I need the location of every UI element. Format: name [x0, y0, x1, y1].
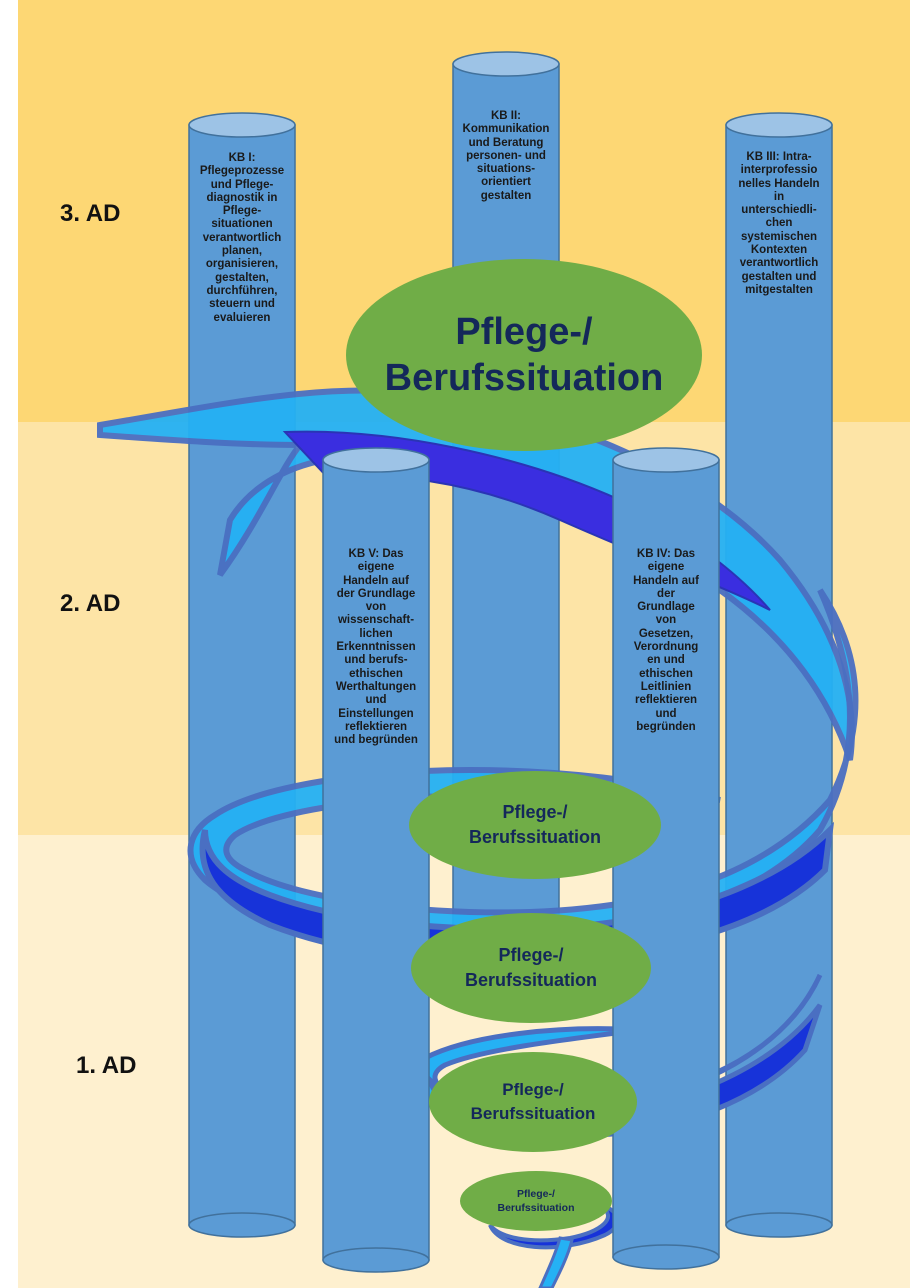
pillar-kb3-text: KB III: Intra- interprofessio nelles Han… [738, 151, 820, 296]
situation-label-4: Pflege-/ Berufssituation [470, 1080, 596, 1123]
level-label-1: 1. AD [76, 1052, 137, 1079]
level-label-3: 3. AD [60, 200, 121, 227]
pillar-kb1-text: KB I: Pflegeprozesse und Pflege- diagnos… [199, 152, 285, 324]
situation-ellipse-5 [460, 1171, 612, 1231]
situation-label-large: Pflege-/ Berufssituation [384, 311, 664, 399]
situation-ellipse-large [346, 259, 702, 451]
situation-ellipse-2 [409, 771, 661, 879]
pillar-kb5-text: KB V: Das eigene Handeln auf der Grundla… [334, 548, 418, 747]
situation-label-2: Pflege-/ Berufssituation [468, 802, 601, 847]
level-label-2: 2. AD [60, 590, 121, 617]
pillar-kb1 [188, 112, 296, 1238]
situation-label-3: Pflege-/ Berufssituation [464, 945, 597, 990]
situation-ellipse-3 [411, 913, 651, 1023]
pillar-kb4-text: KB IV: Das eigene Handeln auf der Grundl… [633, 548, 699, 733]
situation-ellipse-4 [429, 1052, 637, 1152]
pillar-kb5 [322, 447, 430, 1273]
situation-label-5: Pflege-/ Berufssituation [497, 1188, 575, 1214]
pillar-kb2-text: KB II: Kommunikation und Beratung person… [462, 110, 550, 202]
